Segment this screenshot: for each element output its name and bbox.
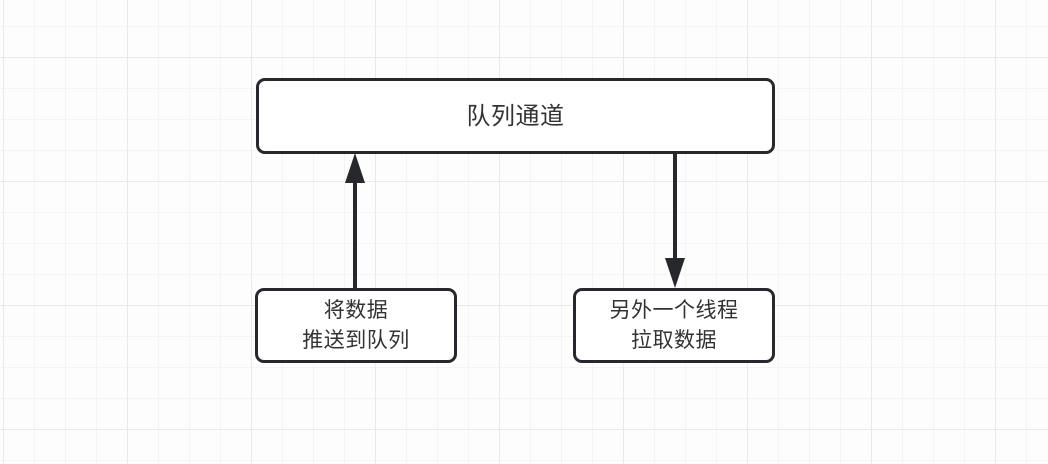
- node-queue-channel-label: 队列通道: [466, 101, 565, 130]
- node-pull-data-label: 另外一个线程 拉取数据: [609, 297, 739, 352]
- arrowhead-down-icon: [665, 258, 685, 288]
- node-pull-data[interactable]: 另外一个线程 拉取数据: [573, 288, 775, 363]
- node-queue-channel[interactable]: 队列通道: [256, 78, 775, 154]
- edge-queue-to-pull: [665, 154, 685, 288]
- node-push-data[interactable]: 将数据 推送到队列: [255, 288, 457, 363]
- arrowhead-up-icon: [345, 153, 365, 183]
- node-push-data-label: 将数据 推送到队列: [302, 297, 410, 352]
- edge-push-to-queue: [345, 153, 365, 289]
